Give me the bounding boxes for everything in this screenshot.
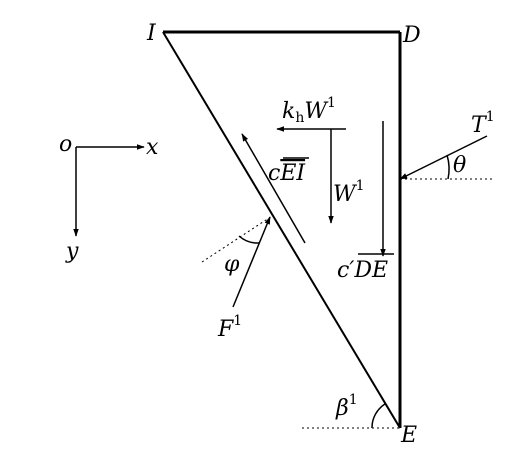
beta-angle-label: β1 (335, 392, 358, 421)
force-T-label: T1 (471, 109, 495, 138)
corner-label-I: I (146, 21, 157, 46)
phi-angle-label: φ (224, 252, 240, 277)
force-kW-label: khW1 (282, 95, 336, 126)
force-cDE-label: c′DE (337, 258, 388, 283)
origin-label: o (59, 132, 72, 157)
theta-angle-arc (446, 154, 450, 180)
force-cEI-arrow (241, 133, 306, 244)
force-F-arrow (232, 216, 271, 308)
y-axis-label: y (65, 239, 79, 264)
phi-angle-arc (238, 235, 260, 244)
corner-label-E: E (400, 423, 417, 448)
phi-reference-line (201, 217, 270, 263)
corner-label-D: D (402, 23, 421, 48)
force-W-label: W1 (333, 178, 365, 207)
force-cEI-label: cEI (268, 161, 306, 186)
theta-angle-label: θ (453, 153, 466, 178)
x-axis-label: x (146, 135, 159, 160)
force-F-label: F1 (217, 313, 242, 342)
beta-angle-arc (371, 403, 386, 429)
force-T-arrow (399, 135, 488, 180)
slip-surface-EI (162, 31, 401, 429)
